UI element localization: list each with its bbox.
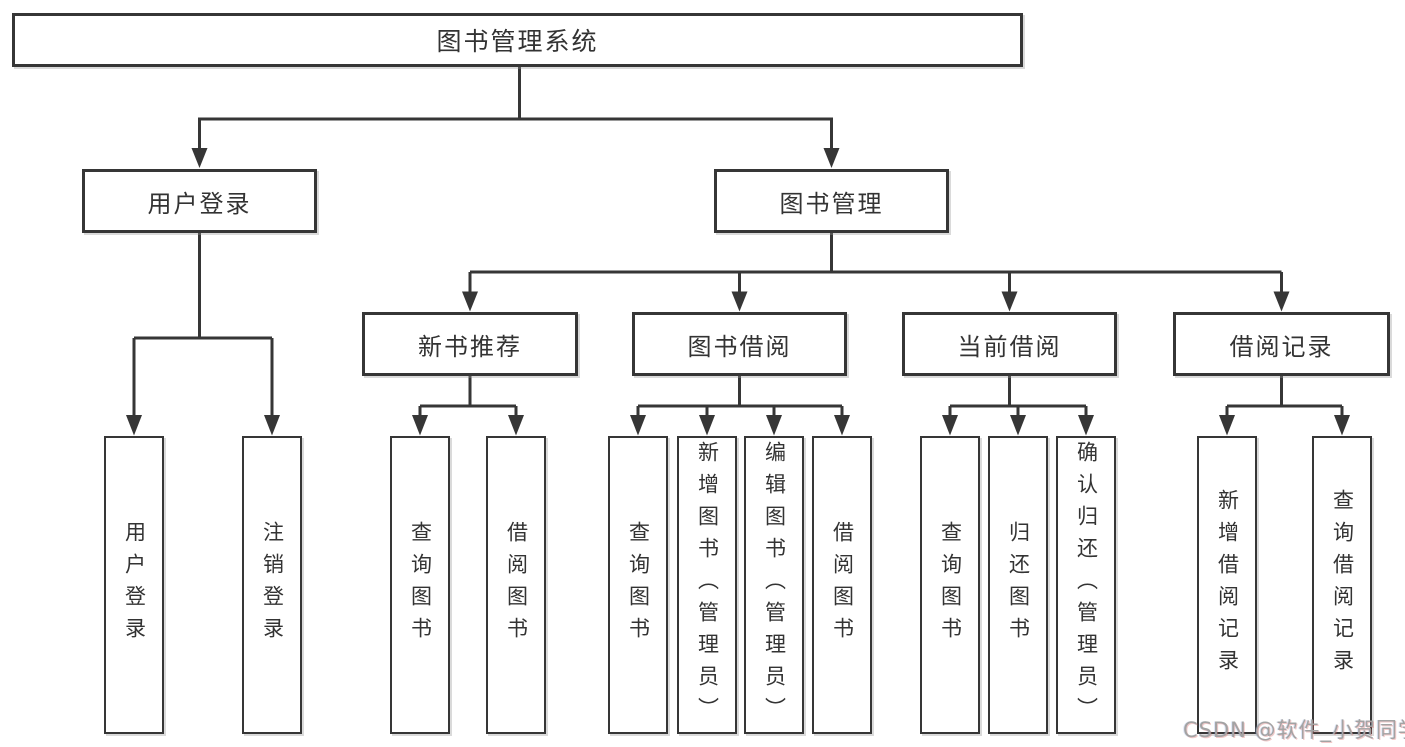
leaf-borrow-books-recommend: 借阅图书 bbox=[486, 436, 546, 734]
arrowhead bbox=[942, 415, 958, 436]
node-borrowing-records-label: 借阅记录 bbox=[1229, 332, 1334, 361]
connector-currentborrow-to-leaves bbox=[948, 376, 1088, 416]
arrowhead bbox=[462, 291, 478, 312]
leaf-borrow-books-label: 借阅图书 bbox=[830, 521, 855, 649]
leaf-user-login: 用户登录 bbox=[104, 436, 164, 734]
leaf-edit-book-admin: 编辑图书（管理员） bbox=[744, 436, 804, 734]
arrowhead bbox=[1219, 415, 1235, 436]
arrowhead bbox=[699, 415, 715, 436]
node-new-book-recommendation: 新书推荐 bbox=[362, 312, 578, 376]
arrowhead bbox=[834, 415, 850, 436]
node-user-login: 用户登录 bbox=[82, 169, 317, 233]
connector-records-to-leaves bbox=[1225, 376, 1344, 416]
leaf-return-books-label: 归还图书 bbox=[1006, 521, 1031, 649]
node-book-borrowing-label: 图书借阅 bbox=[687, 332, 792, 361]
arrowhead bbox=[630, 415, 646, 436]
arrowhead bbox=[1078, 415, 1094, 436]
node-root-label: 图书管理系统 bbox=[436, 27, 599, 56]
node-current-borrowing: 当前借阅 bbox=[902, 312, 1117, 376]
arrowhead bbox=[1334, 415, 1350, 436]
leaf-query-books-recommend-label: 查询图书 bbox=[408, 521, 433, 649]
leaf-edit-book-admin-label: 编辑图书（管理员） bbox=[762, 441, 787, 729]
leaf-logout-label: 注销登录 bbox=[260, 521, 285, 649]
leaf-query-books-current-label: 查询图书 bbox=[938, 521, 963, 649]
node-book-management-label: 图书管理 bbox=[779, 189, 884, 218]
arrowhead bbox=[766, 415, 782, 436]
connector-root-to-level2 bbox=[198, 66, 833, 149]
leaf-query-books-recommend: 查询图书 bbox=[390, 436, 450, 734]
arrowheads bbox=[126, 148, 1350, 436]
leaf-confirm-return-admin-label: 确认归还（管理员） bbox=[1074, 441, 1099, 729]
leaf-borrow-books: 借阅图书 bbox=[812, 436, 872, 734]
leaf-add-borrow-record: 新增借阅记录 bbox=[1197, 436, 1257, 734]
node-book-borrowing: 图书借阅 bbox=[632, 312, 847, 376]
leaf-query-borrow-record: 查询借阅记录 bbox=[1312, 436, 1372, 734]
arrowhead bbox=[1001, 291, 1018, 312]
connector-bookmgmt-to-level3 bbox=[468, 233, 1283, 292]
leaf-query-books-borrowing: 查询图书 bbox=[608, 436, 668, 734]
node-current-borrowing-label: 当前借阅 bbox=[957, 332, 1062, 361]
leaf-borrow-books-recommend-label: 借阅图书 bbox=[504, 521, 529, 649]
connector-userlogin-to-leaves bbox=[132, 233, 274, 416]
leaf-confirm-return-admin: 确认归还（管理员） bbox=[1056, 436, 1116, 734]
leaf-add-book-admin: 新增图书（管理员） bbox=[677, 436, 737, 734]
node-book-management: 图书管理 bbox=[714, 169, 949, 233]
node-borrowing-records: 借阅记录 bbox=[1173, 312, 1390, 376]
leaf-query-borrow-record-label: 查询借阅记录 bbox=[1330, 489, 1355, 681]
leaf-add-book-admin-label: 新增图书（管理员） bbox=[695, 441, 720, 729]
leaf-return-books: 归还图书 bbox=[988, 436, 1048, 734]
watermark-text: CSDN @软件_小贺同学 bbox=[1183, 718, 1405, 742]
arrowhead bbox=[731, 291, 748, 312]
arrowhead bbox=[823, 148, 840, 168]
arrowhead bbox=[191, 148, 208, 168]
arrowhead bbox=[412, 415, 428, 436]
arrowhead bbox=[1273, 291, 1290, 312]
connector-newbook-to-leaves bbox=[418, 376, 518, 416]
node-user-login-label: 用户登录 bbox=[147, 189, 252, 218]
leaf-logout: 注销登录 bbox=[242, 436, 302, 734]
node-root: 图书管理系统 bbox=[12, 13, 1023, 67]
arrowhead bbox=[126, 415, 142, 436]
leaf-add-borrow-record-label: 新增借阅记录 bbox=[1215, 489, 1240, 681]
leaf-query-books-current: 查询图书 bbox=[920, 436, 980, 734]
arrowhead bbox=[1010, 415, 1026, 436]
leaf-user-login-label: 用户登录 bbox=[122, 521, 147, 649]
connector-bookborrow-to-leaves bbox=[636, 376, 844, 416]
leaf-query-books-borrowing-label: 查询图书 bbox=[626, 521, 651, 649]
arrowhead bbox=[508, 415, 524, 436]
node-new-book-recommendation-label: 新书推荐 bbox=[418, 332, 522, 361]
arrowhead bbox=[264, 415, 280, 436]
